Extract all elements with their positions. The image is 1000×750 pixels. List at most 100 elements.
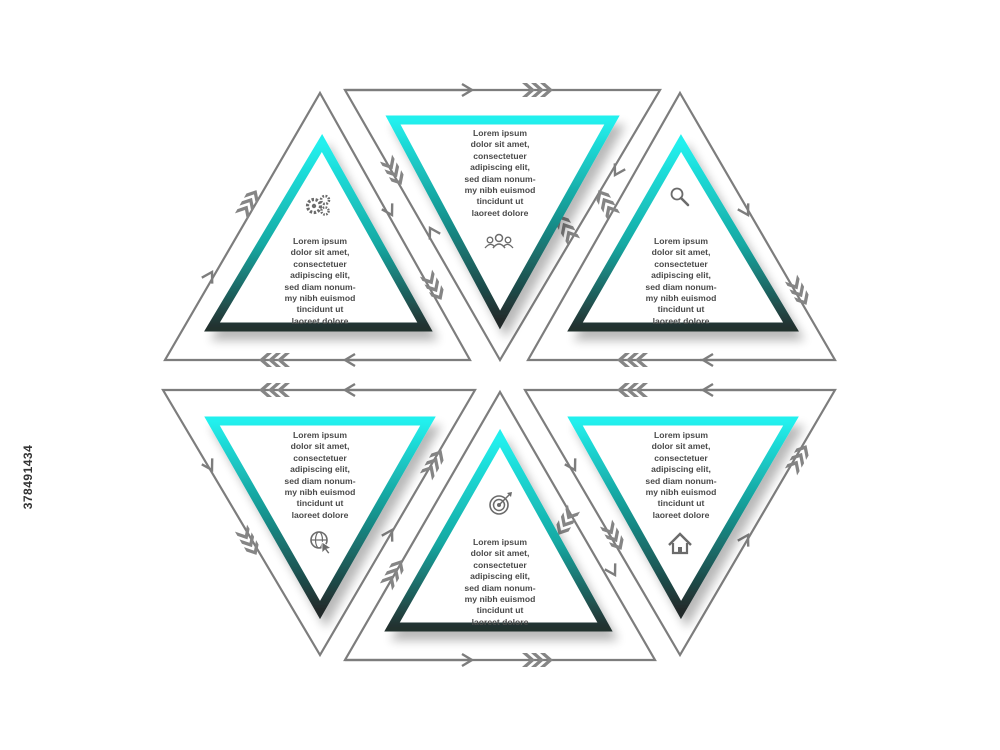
fletching-diag-10 xyxy=(784,445,809,476)
icons-layer xyxy=(305,187,692,555)
fletching-diag-7 xyxy=(419,450,444,481)
text-line: consectetuer xyxy=(293,452,347,463)
text-line: laoreet dolore xyxy=(291,315,349,326)
outline-top-left xyxy=(163,90,472,362)
text-line: sed diam nonum- xyxy=(464,582,536,593)
text-line: consectetuer xyxy=(473,150,527,161)
text-line: consectetuer xyxy=(654,452,708,463)
text-line: adipiscing elit, xyxy=(651,464,711,475)
fletching-mid-left-1 xyxy=(259,353,290,367)
web-cursor-icon xyxy=(310,531,332,555)
arrow-head-mid-left-1 xyxy=(342,352,356,368)
text-line: laoreet dolore xyxy=(471,207,529,218)
arrow-head-diag-8 xyxy=(564,458,577,473)
text-line: dolor sit amet, xyxy=(470,139,530,150)
arrow-head-diag-9 xyxy=(737,532,750,547)
text-line: sed diam nonum- xyxy=(284,475,356,486)
text-line: laoreet dolore xyxy=(291,509,349,520)
triangle-bottom-right xyxy=(567,416,799,620)
text-line: sed diam nonum- xyxy=(284,281,356,292)
fletching-bottom xyxy=(522,653,553,667)
fletching-diag-1 xyxy=(234,190,259,221)
text-line: my nibh euismod xyxy=(645,293,717,304)
arrow-head-diag-5 xyxy=(201,269,214,284)
text-line: my nibh euismod xyxy=(284,293,356,304)
text-line: tincidunt ut xyxy=(657,304,705,315)
fletching-diag-3 xyxy=(596,190,621,221)
text-line: adipiscing elit, xyxy=(290,270,350,281)
outline-top-center xyxy=(343,88,662,363)
text-line: dolor sit amet, xyxy=(290,247,350,258)
text-line: Lorem ipsum xyxy=(473,537,527,547)
fletching-diag-9 xyxy=(556,504,581,535)
target-icon xyxy=(489,492,512,515)
fletching-mid-left-2 xyxy=(259,383,290,397)
triangle-bottom-center xyxy=(384,428,613,632)
text-line: laoreet dolore xyxy=(652,315,710,326)
text-line: Lorem ipsum xyxy=(473,128,527,138)
fletching-top xyxy=(522,83,553,97)
search-icon xyxy=(670,187,690,207)
triangle-top-center xyxy=(385,115,620,330)
text-line: Lorem ipsum xyxy=(293,236,347,246)
text-line: sed diam nonum- xyxy=(645,475,717,486)
text-line: tincidunt ut xyxy=(296,498,344,509)
fletching-mid-right-2 xyxy=(617,383,648,397)
fletching-diag-4 xyxy=(784,274,809,305)
text-line: tincidunt ut xyxy=(296,304,344,315)
fletching-mid-right-1 xyxy=(617,353,648,367)
text-line: adipiscing elit, xyxy=(470,571,530,582)
arrow-head-diag-2 xyxy=(428,225,441,240)
text-line: tincidunt ut xyxy=(476,605,524,616)
arrow-head-mid-left-2 xyxy=(342,382,356,398)
outline-bottom-center xyxy=(343,389,657,662)
fletching-diag-2 xyxy=(379,154,404,185)
arrow-head-diag-6 xyxy=(201,458,214,473)
outline-arrows-layer xyxy=(161,82,837,668)
arrow-head-diag-4 xyxy=(737,203,750,218)
arrow-head-diag-7 xyxy=(381,527,394,542)
text-line: my nibh euismod xyxy=(645,487,717,498)
text-line: Lorem ipsum xyxy=(654,236,708,246)
text-line: laoreet dolore xyxy=(471,616,529,627)
text-line: my nibh euismod xyxy=(464,185,536,196)
text-line: tincidunt ut xyxy=(657,498,705,509)
outline-bottom-right xyxy=(523,388,837,658)
triangle-top-right xyxy=(567,134,799,332)
fletching-diag-11 xyxy=(379,560,404,591)
text-line: laoreet dolore xyxy=(652,509,710,520)
text-line: adipiscing elit, xyxy=(470,162,530,173)
arrow-head-top xyxy=(461,82,475,98)
home-icon xyxy=(668,532,692,555)
text-line: Lorem ipsum xyxy=(654,430,708,440)
arrow-head-diag-10 xyxy=(604,563,617,578)
text-line: dolor sit amet, xyxy=(470,548,530,559)
text-line: sed diam nonum- xyxy=(464,173,536,184)
arrow-head-mid-right-2 xyxy=(700,382,714,398)
arrow-head-diag-3 xyxy=(613,163,626,178)
stock-id-label: 378491434 xyxy=(21,444,35,510)
triangle-top-left xyxy=(204,134,433,332)
text-line: adipiscing elit, xyxy=(290,464,350,475)
text-line: consectetuer xyxy=(654,258,708,269)
text-line: my nibh euismod xyxy=(464,594,536,605)
text-line: dolor sit amet, xyxy=(651,441,711,452)
text-line: dolor sit amet, xyxy=(651,247,711,258)
text-line: dolor sit amet, xyxy=(290,441,350,452)
outline-top-right xyxy=(526,90,837,362)
arrow-head-mid-right-1 xyxy=(700,352,714,368)
text-line: adipiscing elit, xyxy=(651,270,711,281)
fletching-diag-8 xyxy=(234,524,259,555)
triangle-bottom-left xyxy=(204,416,436,620)
gears-icon xyxy=(305,194,331,216)
outline-bottom-left xyxy=(161,388,477,658)
text-line: tincidunt ut xyxy=(476,196,524,207)
